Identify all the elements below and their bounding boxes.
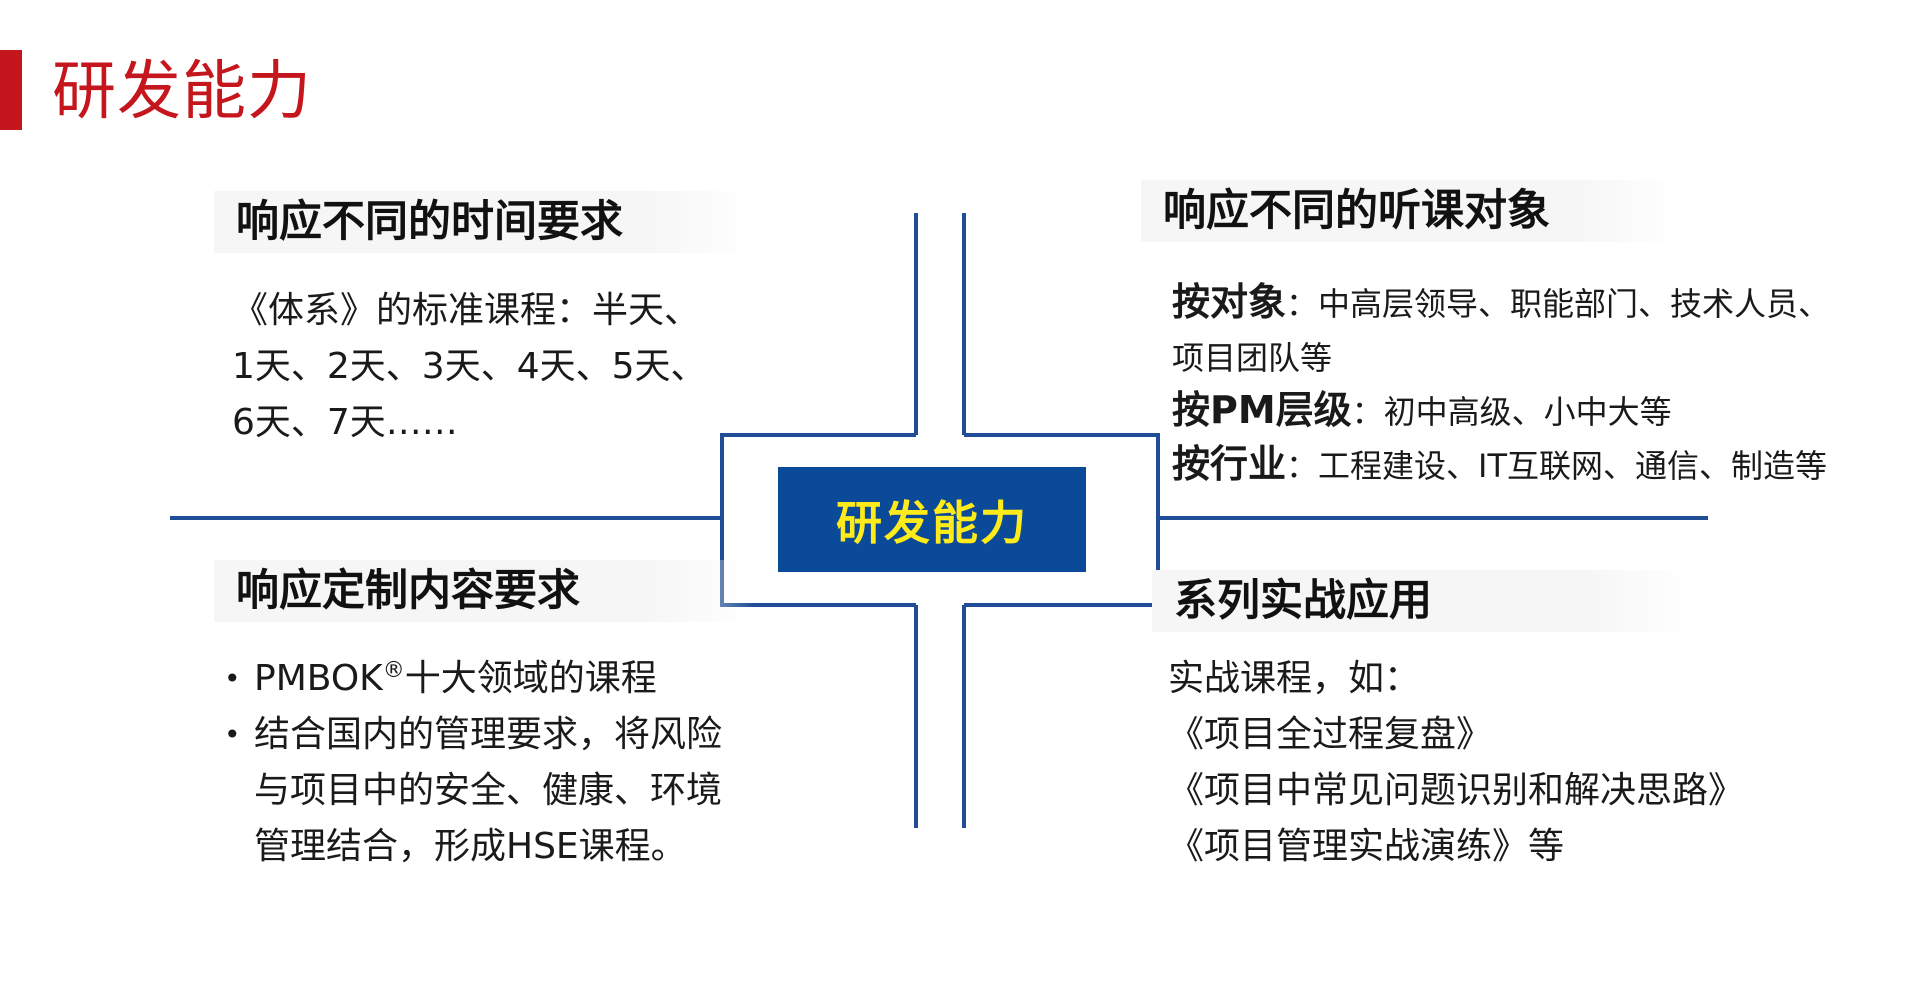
audience-row-text: 项目团队等 [1172, 339, 1333, 377]
audience-row-label: 按对象 [1172, 280, 1287, 324]
text-line: 《项目中常见问题识别和解决思路》 [1168, 770, 1745, 811]
custom-content-body: • PMBOK®十大领域的课程 • 结合国内的管理要求，将风险 与项目中的安全、… [224, 651, 722, 875]
text-line: 1天、2天、3天、4天、5天、 [232, 346, 707, 387]
text-line: PMBOK®十大领域的课程 [254, 651, 722, 707]
registered-mark: ® [382, 658, 405, 683]
title-accent-bar [0, 50, 22, 130]
center-frame-top-right [964, 433, 1160, 518]
audience-body: 按对象：中高层领导、职能部门、技术人员、 项目团队等 按PM层级：初中高级、小中… [1172, 276, 1830, 492]
center-box: 研发能力 [778, 467, 1086, 572]
audience-row: 按行业：工程建设、IT互联网、通信、制造等 [1172, 438, 1830, 492]
heading-custom-content: 响应定制内容要求 [214, 560, 754, 622]
bullet-icon: • [224, 718, 241, 751]
practical-series-body: 实战课程，如： 《项目全过程复盘》 《项目中常见问题识别和解决思路》 《项目管理… [1168, 651, 1744, 875]
audience-row-text: ：工程建设、IT互联网、通信、制造等 [1286, 447, 1828, 485]
text-line: 《项目全过程复盘》 [1168, 714, 1493, 755]
page-title: 研发能力 [52, 55, 312, 129]
heading-audience: 响应不同的听课对象 [1141, 180, 1681, 242]
audience-row-text: ：初中高级、小中大等 [1351, 393, 1672, 431]
audience-row: 按对象：中高层领导、职能部门、技术人员、 [1172, 276, 1830, 330]
text-line: 管理结合，形成HSE课程。 [254, 826, 687, 867]
audience-row-text: ：中高层领导、职能部门、技术人员、 [1286, 285, 1831, 323]
text-line: 与项目中的安全、健康、环境 [254, 770, 723, 811]
text-line: 《体系》的标准课程：半天、 [232, 290, 701, 331]
bullet-icon: • [224, 662, 241, 695]
bullet-item: • PMBOK®十大领域的课程 [224, 651, 722, 707]
audience-row: 项目团队等 [1172, 330, 1830, 384]
text-line: 实战课程，如： [1168, 658, 1421, 699]
pmbok-suffix: 十大领域的课程 [404, 658, 657, 699]
bullet-item: • 结合国内的管理要求，将风险 与项目中的安全、健康、环境 管理结合，形成HSE… [224, 707, 722, 875]
text-line: 《项目管理实战演练》等 [1168, 826, 1565, 867]
audience-row-label: 按PM层级 [1172, 388, 1352, 432]
time-requirements-body: 《体系》的标准课程：半天、 1天、2天、3天、4天、5天、 6天、7天…… [232, 283, 707, 451]
text-line: 结合国内的管理要求，将风险 [254, 714, 723, 755]
heading-practical-series: 系列实战应用 [1152, 570, 1692, 632]
pmbok-text: PMBOK [254, 658, 383, 699]
center-frame-top [720, 433, 916, 518]
heading-time-requirements: 响应不同的时间要求 [214, 191, 754, 253]
audience-row-label: 按行业 [1172, 442, 1287, 486]
text-line: 6天、7天…… [232, 402, 458, 443]
audience-row: 按PM层级：初中高级、小中大等 [1172, 384, 1830, 438]
